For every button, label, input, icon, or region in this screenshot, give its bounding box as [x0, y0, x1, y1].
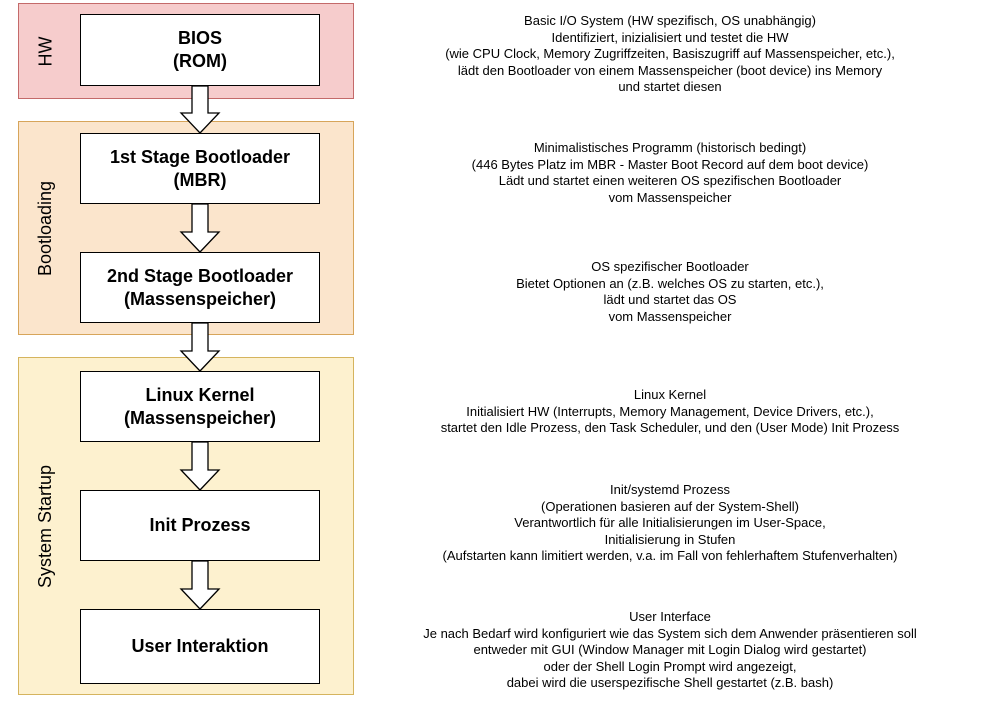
description-line: Je nach Bedarf wird konfiguriert wie das…: [423, 625, 917, 641]
stage-user-interaktion-title: User Interaktion: [131, 636, 269, 656]
description-line: Identifiziert, inizialisiert und testet …: [551, 29, 789, 45]
stage-1st-bootloader-title: 1st Stage Bootloader: [109, 146, 291, 167]
stage-linux-kernel-subtitle: (Massenspeicher): [123, 407, 277, 428]
stage-2nd-bootloader-subtitle: (Massenspeicher): [123, 288, 277, 309]
description-line: (Aufstarten kann limitiert werden, v.a. …: [442, 548, 898, 564]
description-line: (446 Bytes Platz im MBR - Master Boot Re…: [471, 156, 869, 172]
description-line: Minimalistisches Programm (historisch be…: [533, 140, 807, 155]
arrow-1st-to-2nd-stage: [179, 203, 221, 253]
stage-1st-bootloader: 1st Stage Bootloader (MBR): [80, 133, 320, 204]
description-2nd-bootloader: OS spezifischer Bootloader Bietet Option…: [360, 259, 980, 325]
description-line: lädt den Bootloader von einem Massenspei…: [457, 62, 883, 78]
description-line: lädt und startet das OS: [603, 292, 737, 308]
description-line: und startet diesen: [618, 79, 722, 95]
description-linux-kernel: Linux Kernel Initialisiert HW (Interrupt…: [360, 387, 980, 437]
stage-bios: BIOS (ROM): [80, 14, 320, 86]
arrow-init-to-user: [179, 560, 221, 610]
stage-bios-subtitle: (ROM): [173, 51, 227, 71]
description-line: User Interface: [629, 609, 711, 624]
stage-2nd-bootloader-title: 2nd Stage Bootloader: [106, 265, 294, 286]
arrow-kernel-to-init: [179, 441, 221, 491]
stage-user-interaktion: User Interaktion: [80, 609, 320, 684]
arrow-bios-to-1st-stage: [179, 85, 221, 134]
arrow-2nd-stage-to-kernel: [179, 322, 221, 372]
description-line: Verantwortlich für alle Initialisierunge…: [514, 515, 826, 531]
description-line: (wie CPU Clock, Memory Zugriffzeiten, Ba…: [445, 46, 895, 62]
stage-linux-kernel-title: Linux Kernel: [145, 384, 255, 405]
description-line: OS spezifischer Bootloader: [591, 259, 749, 274]
description-line: Initialisiert HW (Interrupts, Memory Man…: [466, 403, 874, 419]
description-line: vom Massenspeicher: [608, 308, 732, 324]
description-user-interaktion: User Interface Je nach Bedarf wird konfi…: [360, 609, 980, 692]
stage-linux-kernel: Linux Kernel (Massenspeicher): [80, 371, 320, 442]
description-line: vom Massenspeicher: [608, 189, 732, 205]
stage-1st-bootloader-subtitle: (MBR): [173, 169, 227, 190]
description-bios: Basic I/O System (HW spezifisch, OS unab…: [360, 13, 980, 96]
description-init-prozess: Init/systemd Prozess (Operationen basier…: [360, 482, 980, 565]
description-line: oder der Shell Login Prompt wird angezei…: [543, 658, 797, 674]
description-line: Linux Kernel: [633, 387, 707, 402]
stage-init-prozess-title: Init Prozess: [149, 515, 251, 535]
stage-2nd-bootloader: 2nd Stage Bootloader (Massenspeicher): [80, 252, 320, 323]
stage-bios-title: BIOS: [177, 28, 222, 48]
description-line: Lädt und startet einen weiteren OS spezi…: [498, 173, 842, 189]
description-line: Bietet Optionen an (z.B. welches OS zu s…: [516, 275, 824, 291]
description-line: entweder mit GUI (Window Manager mit Log…: [473, 642, 867, 658]
stage-init-prozess: Init Prozess: [80, 490, 320, 561]
description-1st-bootloader: Minimalistisches Programm (historisch be…: [360, 140, 980, 206]
description-line: startet den Idle Prozess, den Task Sched…: [440, 420, 900, 436]
description-line: Basic I/O System (HW spezifisch, OS unab…: [524, 13, 816, 28]
description-line: Init/systemd Prozess: [610, 482, 730, 497]
description-line: (Operationen basieren auf der System-She…: [541, 498, 799, 514]
description-line: dabei wird die userspezifische Shell ges…: [506, 675, 834, 691]
description-line: Initialisierung in Stufen: [604, 531, 736, 547]
